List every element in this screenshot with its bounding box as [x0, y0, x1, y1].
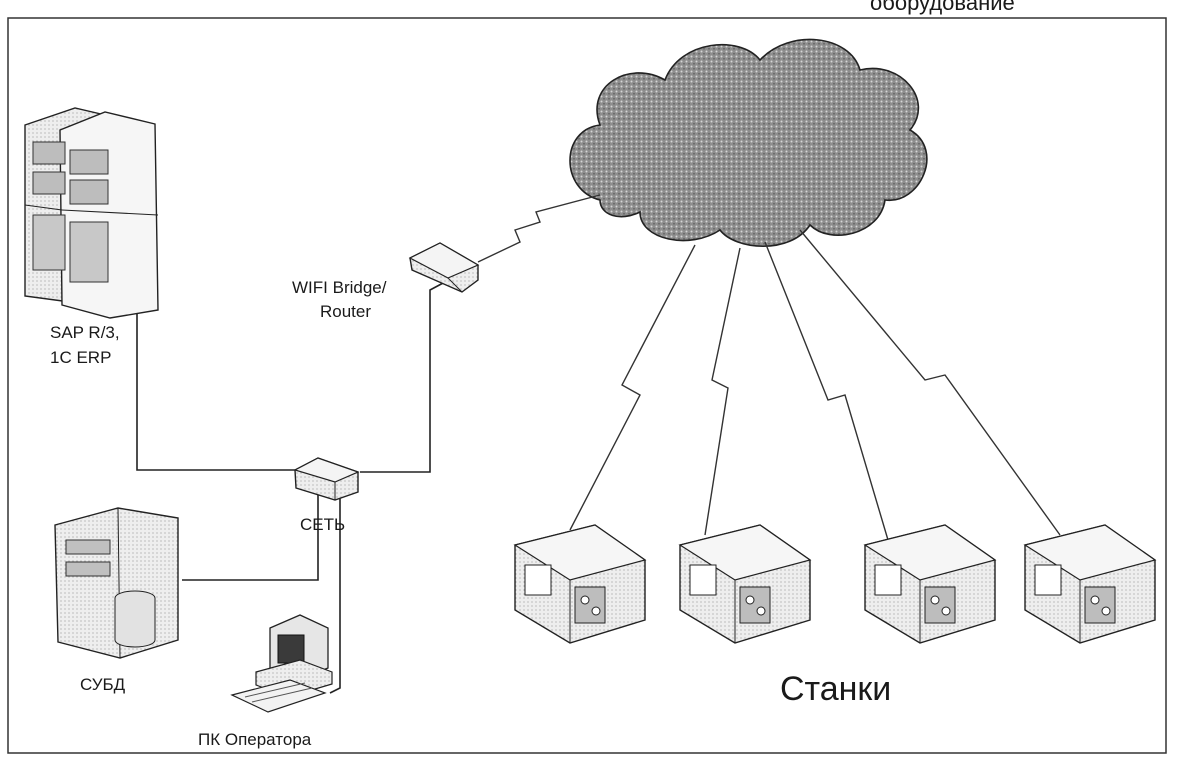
operator-pc-icon — [230, 614, 333, 713]
wireless-links-to-machines — [569, 229, 1061, 541]
machines-label: Станки — [780, 670, 891, 708]
wire-servers-to-switch — [136, 300, 300, 471]
diagram-frame — [7, 17, 1167, 754]
wireless-link-icon — [477, 194, 601, 263]
wire-pc-to-switch — [329, 495, 341, 694]
operator-pc-label: ПК Оператора — [198, 730, 312, 749]
wireless-link-icon — [764, 241, 889, 541]
cnc-machine-icon — [1023, 524, 1157, 644]
cnc-machine-icon — [863, 524, 997, 644]
network-switch-icon — [293, 457, 360, 501]
servers-label-line1: SAP R/3, — [50, 323, 120, 342]
switch-label: СЕТЬ — [300, 515, 345, 534]
wired-connections — [136, 281, 446, 694]
cloud-icon — [569, 38, 928, 247]
dbms-label: СУБД — [80, 675, 126, 694]
server-rack-icon — [24, 107, 159, 319]
router-label-line2: Router — [320, 302, 371, 321]
wireless-link-icon — [704, 247, 741, 536]
wifi-router-icon — [408, 242, 480, 293]
wireless-link-icon — [569, 244, 696, 531]
cnc-machine-icon — [513, 524, 647, 644]
wireless-link-icon — [799, 229, 1061, 536]
servers-label-line2: 1C ERP — [50, 348, 111, 367]
cropped-caption: оборудование — [870, 0, 1015, 15]
router-label-line1: WIFI Bridge/ — [292, 278, 387, 297]
database-server-icon — [54, 507, 179, 659]
wire-switch-to-router — [360, 281, 446, 473]
wire-dbms-to-switch — [182, 490, 319, 581]
cnc-machine-icon — [678, 524, 812, 644]
